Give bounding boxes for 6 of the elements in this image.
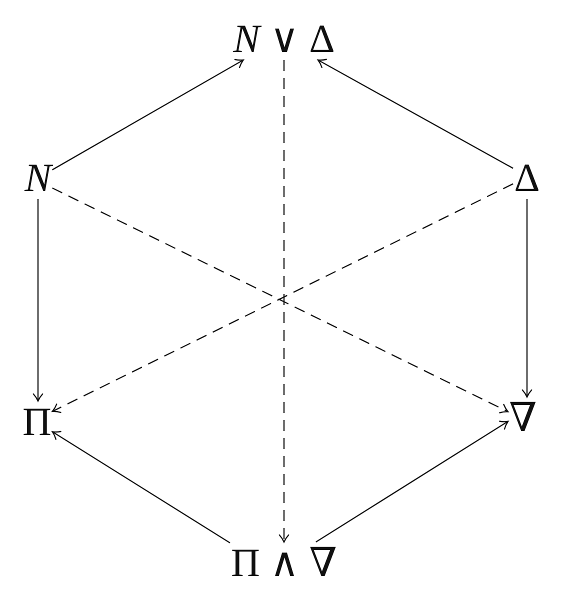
math-expression: N [24, 158, 52, 198]
math-expression: ∇ [509, 398, 537, 438]
math-expression: Π [22, 402, 52, 442]
math-expression: N ∨ Δ [233, 19, 335, 59]
math-expression: Δ [514, 158, 540, 198]
math-expression: Π ∧ ∇ [230, 543, 338, 583]
